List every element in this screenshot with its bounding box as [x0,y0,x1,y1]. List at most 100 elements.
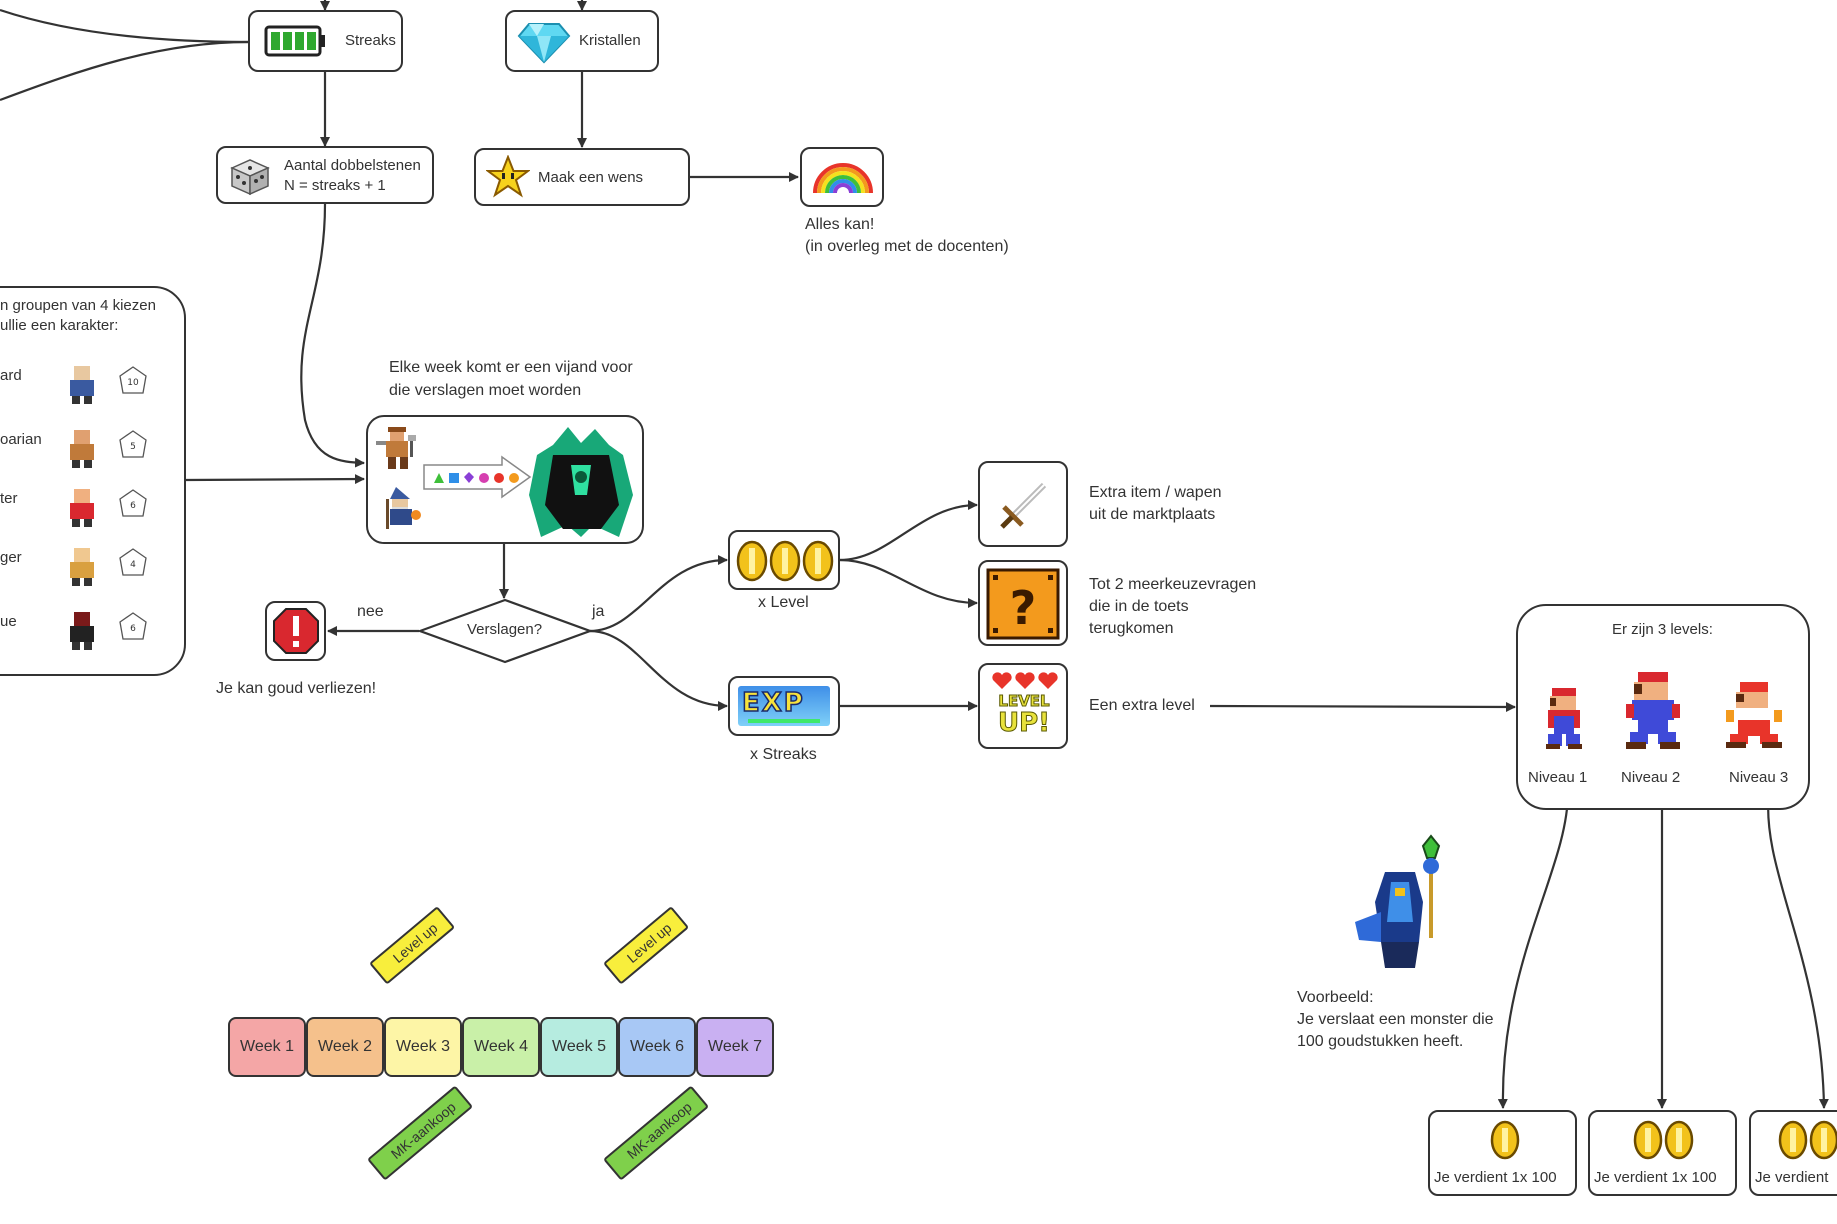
fire-mario-icon [1726,682,1782,748]
extra-level-text: Een extra level [1089,697,1195,714]
x-level-label: x Level [758,594,809,611]
character-sprite-icon [70,489,94,527]
earning-label-1: Je verdient 1x 100 [1434,1169,1557,1186]
rainbow-node [800,147,884,207]
enemy-caption-line2: die verslagen moet worden [389,382,582,399]
diamond-icon [517,23,571,64]
level-up-node: LEVEL UP! [978,663,1068,749]
defeated-label: Verslagen? [467,621,543,638]
dice-count-line1: Aantal dobbelstenen [284,157,421,174]
character-sprite-icon [70,430,94,468]
exp-node: EXP [728,676,840,736]
example-monster-icon [1355,834,1441,968]
character-name: ger [0,549,22,566]
level-up-badge-line1: LEVEL [998,692,1050,710]
svg-text:10: 10 [127,378,139,388]
battle-node [366,415,644,544]
mc-line3: terugkomen [1089,620,1174,637]
mario-big-icon [1626,672,1680,749]
gold-coins-icon [736,540,834,582]
question-block-node: ? [978,560,1068,646]
character-sprite-icon [70,366,94,404]
extra-item-line1: Extra item / wapen [1089,484,1222,501]
character-name: ter [0,490,18,507]
week-segment: Week 7 [696,1017,774,1077]
coins-node [728,530,840,590]
svg-text:5: 5 [130,442,136,452]
character-panel: n groupen van 4 kiezen ullie een karakte… [0,286,186,676]
rainbow-icon [813,163,873,194]
svg-text:6: 6 [130,624,136,634]
week-segment: Week 1 [228,1017,306,1077]
level-1-label: Niveau 1 [1528,769,1588,786]
make-wish-label: Maak een wens [538,169,644,186]
mc-line1: Tot 2 meerkeuzevragen [1089,576,1257,593]
earning-label-3: Je verdient [1755,1169,1829,1186]
dice-count-line2: N = streaks + 1 [284,177,386,194]
barbarian-sprite-icon [376,427,416,469]
example-line3: 100 goudstukken heeft. [1297,1033,1464,1050]
character-title-line2: ullie een karakter: [0,317,119,334]
exp-badge-text: EXP [741,687,805,719]
enemy-caption-line1: Elke week komt er een vijand voor [389,359,633,376]
week-segment: Week 5 [540,1017,618,1077]
hearts-icon [992,672,1058,689]
exp-badge-icon: EXP [738,686,830,726]
monster-icon [529,427,633,537]
stop-alert-icon [273,608,319,654]
crystals-node: Kristallen [505,10,659,72]
svg-text:4: 4 [130,560,136,570]
crystals-label: Kristallen [579,32,641,49]
svg-text:6: 6 [130,501,136,511]
week-segment: Week 3 [384,1017,462,1077]
example-line2: Je verslaat een monster die [1297,1011,1494,1028]
sword-icon [1000,482,1047,529]
x-streaks-label: x Streaks [750,746,817,763]
defeated-decision [418,598,592,664]
earning-box-2: Je verdient 1x 100 [1588,1110,1737,1196]
die-icon: 6 [119,489,147,517]
gold-coins-icon [1633,1120,1694,1160]
week-segment: Week 6 [618,1017,696,1077]
die-icon: 4 [119,548,147,576]
streaks-node: Streaks [248,10,403,72]
wizard-sprite-icon [386,487,421,529]
level-up-badge-icon: LEVEL UP! [988,692,1060,738]
extra-item-line2: uit de marktplaats [1089,506,1216,523]
mc-line2: die in de toets [1089,598,1189,615]
level-3-label: Niveau 3 [1729,769,1789,786]
character-title-line1: n groupen van 4 kiezen [0,297,156,314]
earning-label-2: Je verdient 1x 100 [1594,1169,1717,1186]
make-wish-node: Maak een wens [474,148,690,206]
character-sprite-icon [70,548,94,586]
character-name: ard [0,367,22,384]
battery-icon [264,25,325,57]
sword-node [978,461,1068,547]
week-segment: Week 4 [462,1017,540,1077]
example-line1: Voorbeeld: [1297,989,1374,1006]
question-block-icon: ? [986,568,1060,640]
lose-gold-text: Je kan goud verliezen! [216,680,377,697]
star-icon [486,155,530,198]
anything-line2: (in overleg met de docenten) [805,238,1009,255]
level-2-label: Niveau 2 [1621,769,1681,786]
no-label: nee [357,603,384,620]
gold-coin-icon [1490,1120,1520,1160]
earning-box-1: Je verdient 1x 100 [1428,1110,1577,1196]
dice-icon [230,159,270,196]
mario-small-icon [1546,688,1582,749]
levels-title: Er zijn 3 levels: [1612,621,1713,638]
gold-coins-icon [1778,1120,1837,1160]
dice-count-node: Aantal dobbelstenen N = streaks + 1 [216,146,434,204]
svg-text:?: ? [1010,581,1037,635]
character-sprite-icon [70,612,94,650]
earning-box-3: Je verdient [1749,1110,1837,1196]
level-up-badge-line2: UP! [997,708,1051,738]
die-icon: 10 [119,366,147,394]
week-segment: Week 2 [306,1017,384,1077]
die-icon: 5 [119,430,147,458]
alert-node [265,601,326,661]
die-icon: 6 [119,612,147,640]
dice-arrow-icon [423,455,532,499]
